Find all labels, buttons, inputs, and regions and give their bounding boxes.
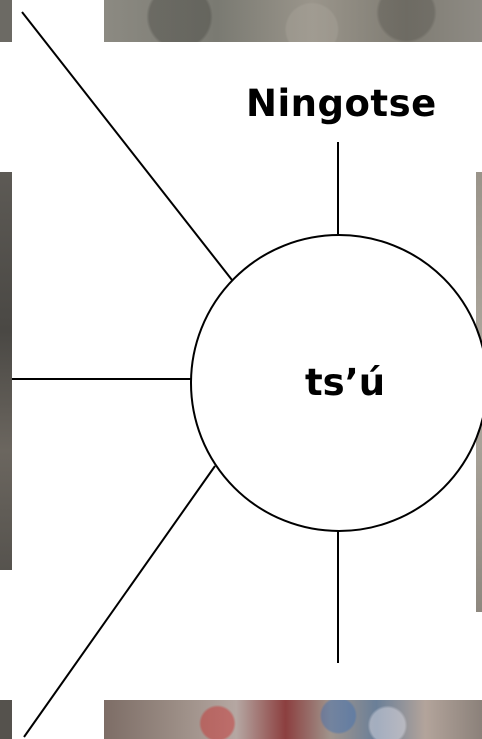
spoke-upper-left <box>22 12 232 280</box>
center-label: ts’ú <box>305 361 385 404</box>
spoke-lower-left <box>24 466 215 737</box>
top-label: Ningotse <box>246 82 437 125</box>
